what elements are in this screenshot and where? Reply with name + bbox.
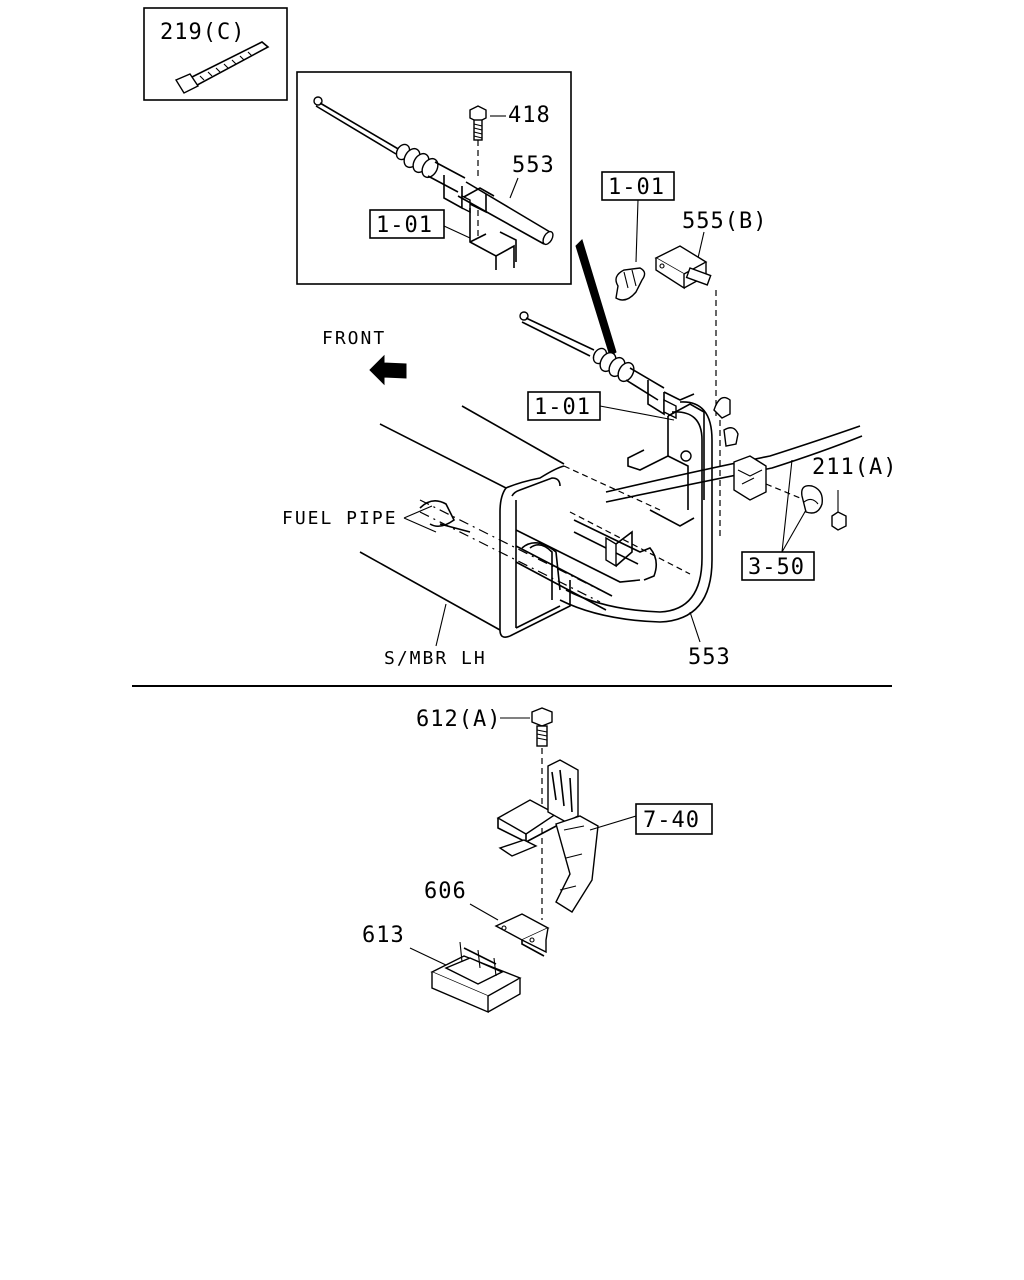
cable-tie-icon — [174, 41, 270, 94]
label-553-main: 553 — [688, 645, 731, 670]
detail-callout-wedge — [575, 239, 617, 357]
ref-101-inset[interactable]: 1-01 — [376, 213, 433, 238]
cable-tie-inset: 219(C) — [143, 7, 288, 101]
ref-101-main[interactable]: 1-01 — [534, 395, 591, 420]
clamp-555b-icon — [654, 245, 712, 290]
label-555b: 555(B) — [682, 209, 767, 234]
front-arrow-icon — [369, 354, 407, 386]
label-613: 613 — [362, 923, 405, 948]
label-211a: 211(A) — [812, 455, 897, 480]
clip-icon — [615, 267, 646, 301]
label-612a: 612(A) — [416, 707, 501, 732]
ref-350[interactable]: 3-50 — [748, 555, 805, 580]
label-front: FRONT — [322, 328, 386, 349]
ref-101-top[interactable]: 1-01 — [608, 175, 665, 200]
cable-detail-inset: 418 553 1-01 — [296, 71, 572, 285]
bolt-418-icon — [469, 105, 487, 141]
cable-boot — [395, 143, 466, 193]
label-fuel-pipe: FUEL PIPE — [282, 508, 398, 529]
ref-740[interactable]: 7-40 — [643, 808, 700, 833]
label-418: 418 — [508, 103, 551, 128]
main-assembly — [359, 311, 863, 638]
label-553-inset: 553 — [512, 153, 555, 178]
label-smbr-lh: S/MBR LH — [384, 648, 487, 669]
label-606: 606 — [424, 879, 467, 904]
label-219c: 219(C) — [160, 20, 245, 45]
bracket-assembly: 612(A) 7-40 606 613 — [362, 707, 713, 1014]
